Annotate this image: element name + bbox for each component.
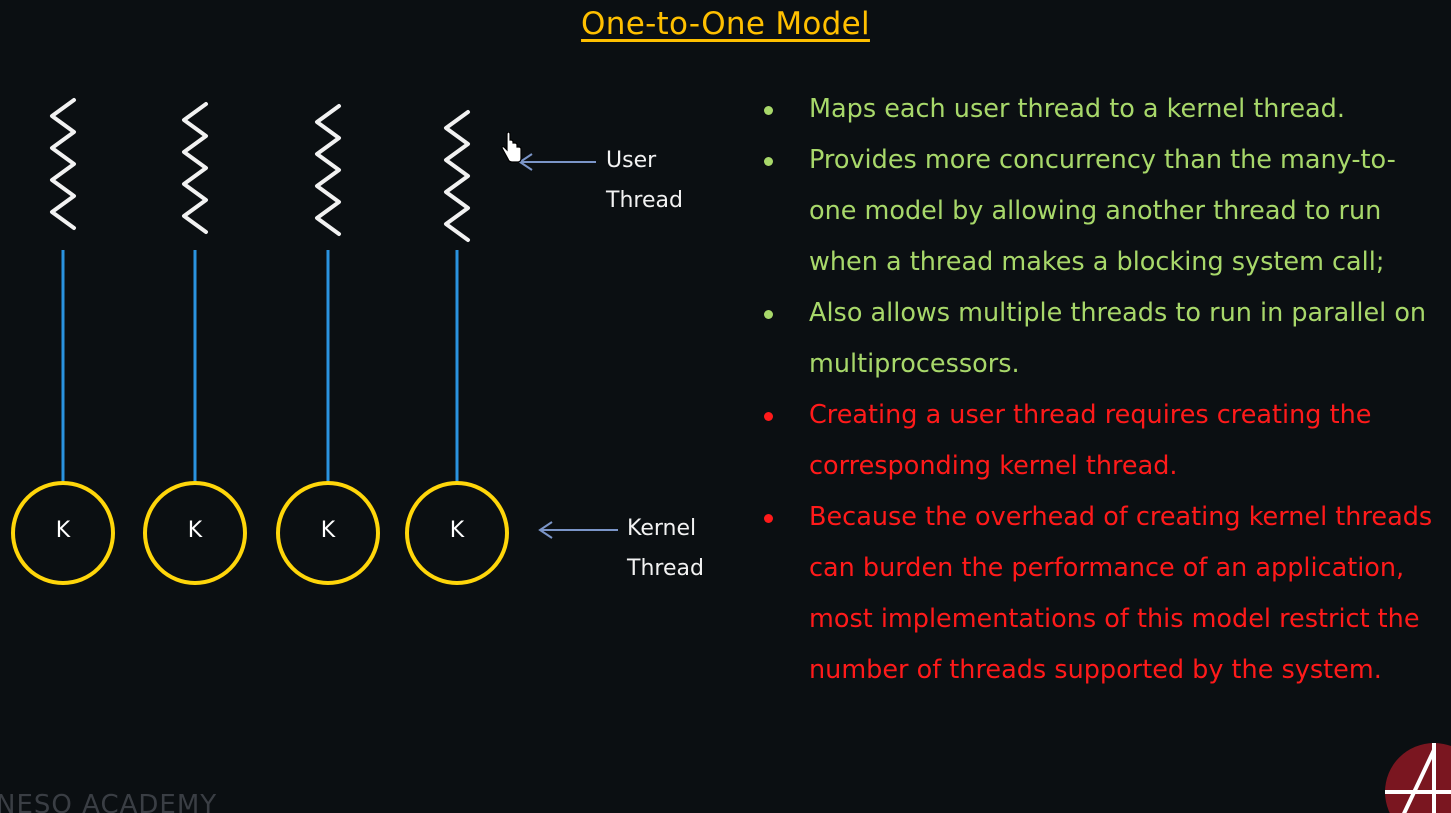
- kernel-thread-arrow: [538, 521, 618, 539]
- thread-pair-2: [143, 102, 247, 585]
- bullet-item-1: Maps each user thread to a kernel thread…: [760, 84, 1440, 135]
- bullet-item-4: Creating a user thread requires creating…: [760, 390, 1440, 492]
- bullet-dot: [764, 514, 773, 523]
- hand-cursor-icon: [501, 132, 522, 163]
- kernel-letter: K: [187, 518, 203, 543]
- kernel-thread-label: Kernel Thread: [627, 509, 704, 589]
- kernel-letter: K: [55, 518, 71, 543]
- bullet-dot: [764, 157, 773, 166]
- thread-pair-4: [405, 110, 509, 585]
- user-thread-label-line1: User: [606, 148, 657, 173]
- kernel-thread-circle: [143, 481, 247, 585]
- bullet-text: Because the overhead of creating kernel …: [809, 502, 1433, 685]
- bullet-text: Maps each user thread to a kernel thread…: [809, 94, 1345, 124]
- threads-group: [11, 98, 509, 585]
- watermark: NESO ACADEMY: [0, 790, 218, 813]
- bullet-dot: [764, 106, 773, 115]
- kernel-thread-label-line1: Kernel: [627, 516, 697, 541]
- bullet-dot: [764, 310, 773, 319]
- kernel-letter: K: [320, 518, 336, 543]
- bullet-item-3: Also allows multiple threads to run in p…: [760, 288, 1440, 390]
- kernel-thread-circle: [276, 481, 380, 585]
- bullet-dot: [764, 412, 773, 421]
- bullet-text: Also allows multiple threads to run in p…: [809, 298, 1427, 379]
- bullet-list: Maps each user thread to a kernel thread…: [760, 84, 1440, 696]
- kernel-thread-circle: [405, 481, 509, 585]
- user-thread-squiggle: [182, 102, 208, 234]
- neso-logo-icon: [1385, 743, 1451, 813]
- kernel-letter: K: [449, 518, 465, 543]
- user-thread-squiggle: [315, 104, 341, 236]
- bullet-text: Creating a user thread requires creating…: [809, 400, 1372, 481]
- thread-pair-1: [11, 98, 115, 585]
- bullet-item-5: Because the overhead of creating kernel …: [760, 492, 1440, 696]
- user-thread-label-line2: Thread: [606, 188, 683, 213]
- user-thread-squiggle: [444, 110, 470, 242]
- kernel-thread-label-line2: Thread: [627, 556, 704, 581]
- bullet-item-2: Provides more concurrency than the many-…: [760, 135, 1440, 288]
- user-thread-arrow: [518, 153, 596, 171]
- slide-title: One-to-One Model: [581, 6, 870, 42]
- user-thread-label: User Thread: [606, 141, 683, 221]
- bullet-text: Provides more concurrency than the many-…: [809, 145, 1396, 277]
- user-thread-squiggle: [50, 98, 76, 230]
- thread-pair-3: [276, 104, 380, 585]
- kernel-thread-circle: [11, 481, 115, 585]
